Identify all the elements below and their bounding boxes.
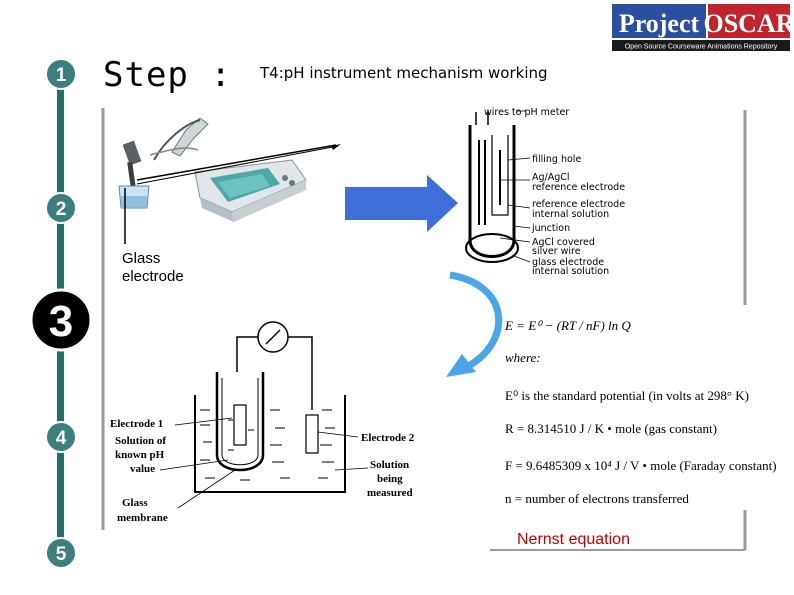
project-oscar-logo: Project OSCAR Open Source Courseware Ani… — [610, 2, 792, 52]
label-agcl-wire-line1: AgCl covered — [532, 237, 595, 248]
label-known-solution-line2: known pH — [115, 449, 165, 461]
step-1-button[interactable]: 1 — [45, 58, 77, 90]
nernst-row-f: F = 9.6485309 x 10⁴ J / V • mole (Farada… — [505, 458, 777, 473]
label-wires: wires to pH meter — [484, 107, 569, 118]
label-known-solution-line1: Solution of — [115, 435, 166, 447]
curved-arrow — [449, 271, 503, 369]
nernst-main-equation: E = E⁰ − (RT / nF) ln Q — [504, 318, 631, 333]
right-arrow — [345, 175, 458, 232]
step-2-button[interactable]: 2 — [45, 192, 77, 224]
glass-electrode-caption-line1: Glass — [122, 250, 160, 267]
label-electrode-1: Electrode 1 — [110, 418, 163, 430]
label-glass-membrane-line2: membrane — [117, 512, 168, 524]
step-3-label: 3 — [49, 297, 73, 346]
label-known-solution-line3: value — [130, 463, 155, 475]
nernst-caption: Nernst equation — [517, 531, 630, 548]
step-2-label: 2 — [56, 199, 67, 220]
nernst-row-e0: E⁰ is the standard potential (in volts a… — [505, 388, 749, 403]
nernst-equation-block: E = E⁰ − (RT / nF) ln Q where: E⁰ is the… — [504, 318, 777, 506]
pointer-line-top — [136, 144, 337, 181]
label-glass-solution-line1: glass electrode — [532, 257, 604, 268]
step-4-button[interactable]: 4 — [45, 421, 77, 453]
label-measured-line1: Solution — [370, 459, 409, 471]
glass-electrode-caption-line2: electrode — [122, 268, 184, 285]
electrochemical-cell: Electrode 1 Solution of known pH value G… — [110, 321, 415, 524]
step-timeline: 1 2 3 4 5 — [29, 58, 93, 569]
label-measured-line2: being — [377, 473, 403, 485]
label-ag-agcl-line1: Ag/AgCl — [532, 172, 570, 183]
logo-oscar-block — [708, 4, 790, 38]
label-ref-solution-line2: internal solution — [532, 209, 609, 220]
label-ref-solution-line1: reference electrode — [532, 199, 625, 210]
label-electrode-2: Electrode 2 — [361, 432, 415, 444]
step-3-button[interactable]: 3 — [29, 288, 93, 352]
logo-project-block — [612, 4, 706, 38]
ph-meter-illustration — [118, 117, 341, 244]
label-junction: junction — [531, 223, 570, 234]
label-filling-hole: filling hole — [532, 154, 581, 165]
nernst-row-n: n = number of electrons transferred — [505, 491, 689, 506]
step-label: Step : — [103, 55, 232, 95]
electrode-cross-section: wires to pH meter filling hole Ag/AgCl r… — [465, 107, 625, 277]
nernst-row-r: R = 8.314510 J / K • mole (gas constant) — [505, 421, 717, 436]
logo-tagline: Open Source Courseware Animations Reposi… — [625, 44, 778, 51]
slide-title: T4:pH instrument mechanism working — [260, 64, 548, 82]
step-1-label: 1 — [56, 65, 67, 86]
label-agcl-wire-line2: silver wire — [532, 246, 581, 257]
nernst-where: where: — [505, 350, 541, 365]
step-5-label: 5 — [56, 544, 67, 565]
step-5-button[interactable]: 5 — [45, 537, 77, 569]
step-4-label: 4 — [56, 428, 67, 449]
label-measured-line3: measured — [367, 487, 413, 499]
label-glass-membrane-line1: Glass — [122, 497, 148, 509]
logo-word-oscar: OSCAR — [703, 9, 792, 38]
logo-word-project: Project — [619, 9, 700, 38]
label-glass-solution-line2: internal solution — [532, 266, 609, 277]
label-ag-agcl-line2: reference electrode — [532, 182, 625, 193]
